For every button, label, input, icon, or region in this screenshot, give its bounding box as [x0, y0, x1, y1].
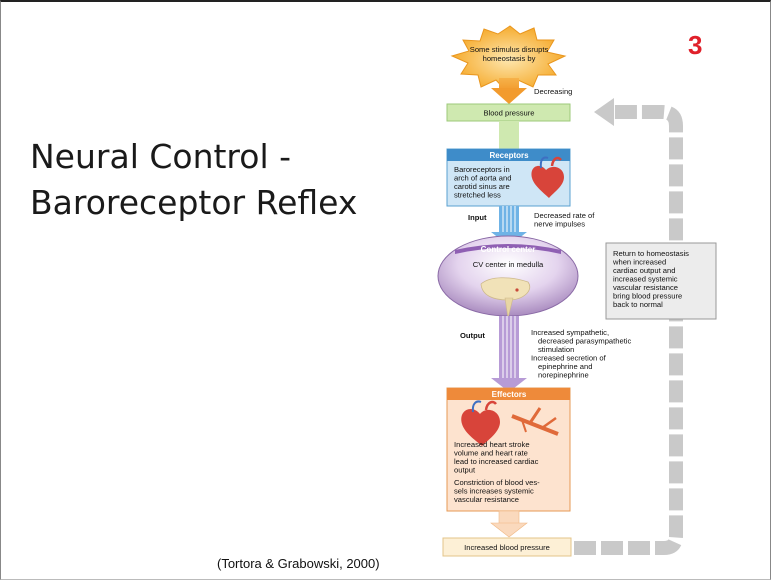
stimulus-text-1: Some stimulus disrupts: [470, 45, 549, 54]
input-text-2: nerve impulses: [534, 220, 585, 229]
slide-title: Neural Control - Baroreceptor Reflex: [30, 134, 357, 226]
input-label: Input: [468, 213, 487, 222]
return-text-7: back to normal: [613, 300, 663, 309]
receptors-line-4: stretched less: [454, 191, 501, 200]
effectors-text-6: sels increases systemic: [454, 487, 534, 496]
effectors-text-7: vascular resistance: [454, 495, 519, 504]
control-center: Control center CV center in medulla: [437, 235, 579, 319]
effectors-text-1: Increased heart stroke: [454, 440, 530, 449]
output-label: Output: [460, 331, 485, 340]
return-text-1: Return to homeostasis: [613, 249, 689, 258]
return-text-3: cardiac output and: [613, 266, 675, 275]
return-text-5: vascular resistance: [613, 283, 678, 292]
effectors-text-5: Constriction of blood ves-: [454, 478, 540, 487]
receptors-box: Receptors Baroreceptors in arch of aorta…: [446, 148, 571, 207]
output-text-4: Increased secretion of: [531, 354, 607, 363]
effectors-text-2: volume and heart rate: [454, 449, 528, 458]
receptors-line-2: arch of aorta and: [454, 174, 511, 183]
title-line-2: Baroreceptor Reflex: [30, 183, 358, 222]
citation: (Tortora & Grabowski, 2000): [217, 556, 380, 571]
result-label: Increased blood pressure: [464, 543, 550, 552]
result-box: [442, 537, 572, 557]
output-text-3: stimulation: [538, 345, 574, 354]
receptors-line-1: Baroreceptors in: [454, 165, 510, 174]
decreasing-label: Decreasing: [534, 87, 572, 96]
effectors-to-result-arrow: [490, 510, 528, 538]
output-text-5: epinephrine and: [538, 362, 592, 371]
receptors-line-3: carotid sinus are: [454, 182, 510, 191]
effectors-text-4: output: [454, 466, 476, 475]
effector-heart-illustration: [461, 400, 500, 446]
blood-pressure-label: Blood pressure: [483, 109, 534, 118]
heart-illustration: [531, 156, 564, 198]
brainstem-illustration: [480, 277, 531, 319]
control-center-text: CV center in medulla: [473, 260, 544, 269]
return-text-6: bring blood pressure: [613, 292, 682, 301]
output-text-2: decreased parasympathetic: [538, 337, 631, 346]
return-text-4: increased systemic: [613, 275, 678, 284]
effectors-heading: Effectors: [492, 390, 527, 399]
input-text-1: Decreased rate of: [534, 211, 595, 220]
effectors-box: Effectors Increased heart stroke volume …: [446, 387, 571, 512]
slide-number: 3: [688, 30, 703, 60]
output-arrow: [491, 316, 527, 392]
control-center-heading: Control center: [481, 245, 536, 254]
output-text-6: norepinephrine: [538, 371, 589, 380]
title-line-1: Neural Control -: [30, 137, 292, 176]
return-homeostasis-box: Return to homeostasis when increased car…: [605, 242, 717, 320]
bp-to-receptors-arrow: [499, 121, 519, 149]
return-text-2: when increased: [612, 258, 666, 267]
stimulus-arrow: [491, 78, 527, 104]
output-text-1: Increased sympathetic,: [531, 328, 609, 337]
stimulus-text-2: homeostasis by: [483, 54, 536, 63]
effectors-text-3: lead to increased cardiac: [454, 457, 539, 466]
blood-vessel-illustration: [511, 407, 559, 436]
feedback-loop-arrow: [574, 98, 683, 555]
receptors-heading: Receptors: [489, 151, 529, 160]
